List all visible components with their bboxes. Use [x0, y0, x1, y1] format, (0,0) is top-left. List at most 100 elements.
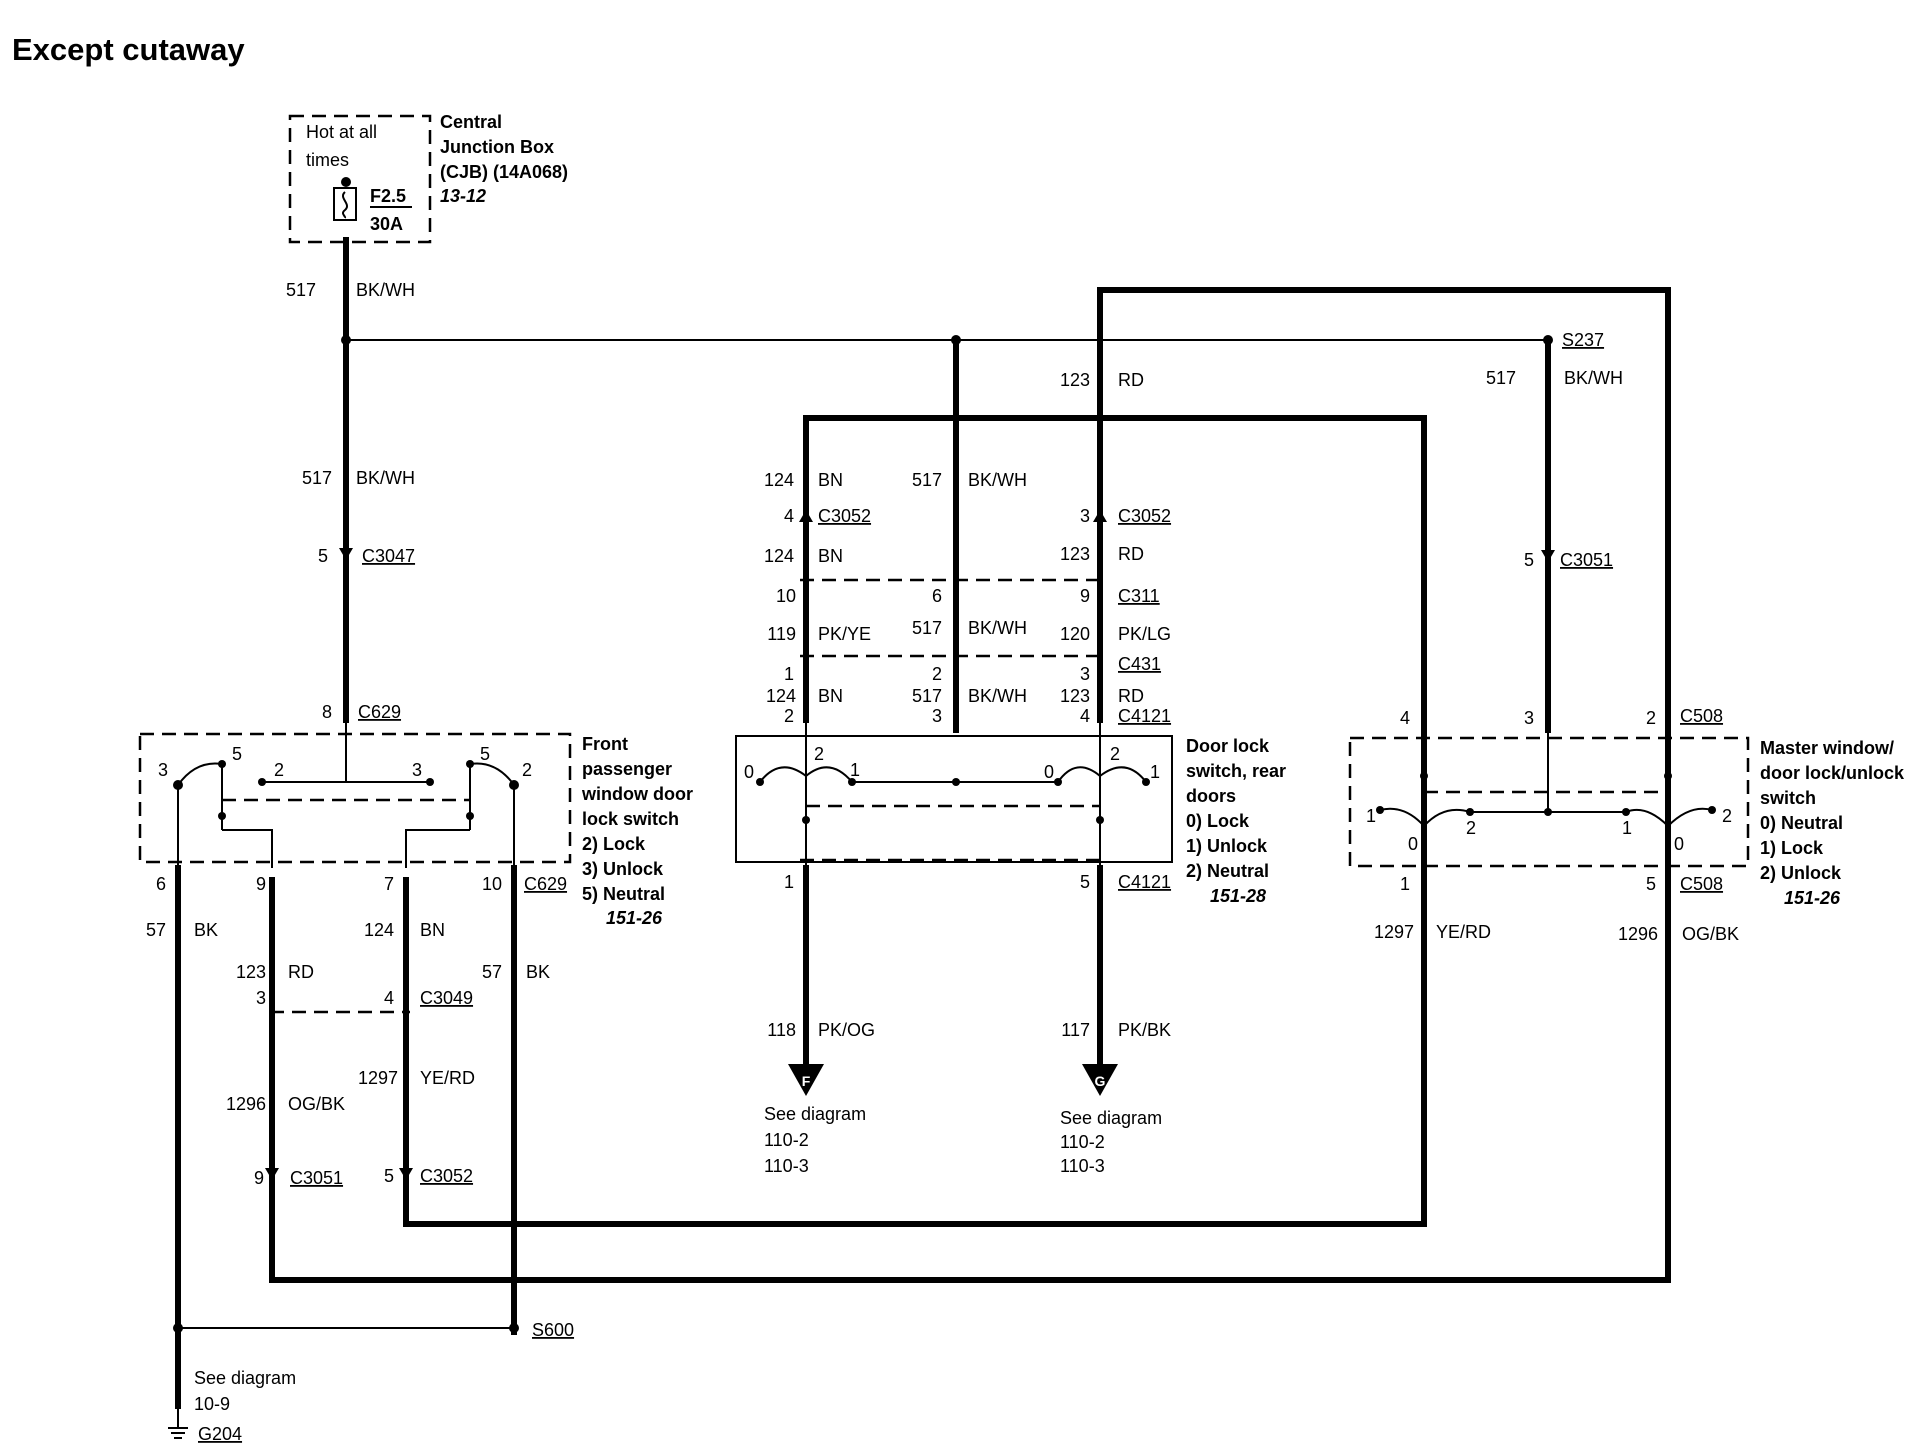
label-l73: 517 — [912, 686, 942, 706]
label-l39: S600 — [532, 1320, 574, 1340]
label-l115: 1 — [1400, 874, 1410, 894]
front-switch-name-1: Front — [582, 734, 628, 754]
label-l41: 10-9 — [194, 1394, 230, 1414]
cjb-name-1: Central — [440, 112, 502, 132]
svg-text:F: F — [802, 1073, 811, 1089]
central-junction-box: Hot at all times F2.5 30A Central Juncti… — [288, 112, 568, 244]
label-l102: BK/WH — [1564, 368, 1623, 388]
label-l51: 3 — [1080, 506, 1090, 526]
label-l65: 120 — [1060, 624, 1090, 644]
front-switch-pos-2: 3) Unlock — [582, 859, 664, 879]
label-l57: 10 — [776, 586, 796, 606]
label-l10: 5 — [232, 744, 242, 764]
label-l28: 3 — [256, 988, 266, 1008]
label-l31: 1297 — [358, 1068, 398, 1088]
label-l74: BK/WH — [968, 686, 1027, 706]
splice-s600 — [173, 1323, 519, 1333]
label-l8: C629 — [358, 702, 401, 722]
fuse-rating: 30A — [370, 214, 403, 234]
ground-icon — [168, 1406, 188, 1439]
label-l40: See diagram — [194, 1368, 296, 1388]
label-l12: 3 — [412, 760, 422, 780]
label-l107: 2 — [1646, 708, 1656, 728]
cjb-ref: 13-12 — [440, 186, 486, 206]
cjb-name-3: (CJB) (14A068) — [440, 162, 568, 182]
connector-markers — [265, 510, 1555, 1180]
label-l58: 6 — [932, 586, 942, 606]
rear-switch-name-2: switch, rear — [1186, 761, 1286, 781]
label-l46: BN — [818, 470, 843, 490]
label-l86: 1 — [1150, 762, 1160, 782]
label-l112: 2 — [1722, 806, 1732, 826]
label-l54: BN — [818, 546, 843, 566]
label-l104: C3051 — [1560, 550, 1613, 570]
front-switch-ref: 151-26 — [606, 908, 663, 928]
label-l22: 124 — [364, 920, 394, 940]
cjb-hot-line-2: times — [306, 150, 349, 170]
label-l32: YE/RD — [420, 1068, 475, 1088]
label-l71: 124 — [766, 686, 796, 706]
front-switch-name-2: passenger — [582, 759, 672, 779]
label-l49: 4 — [784, 506, 794, 526]
label-l33: 1296 — [226, 1094, 266, 1114]
label-l66: PK/LG — [1118, 624, 1171, 644]
label-l82: 2 — [814, 744, 824, 764]
label-l96: 110-3 — [764, 1156, 809, 1176]
master-switch-ref: 151-26 — [1784, 888, 1841, 908]
label-l4: BK/WH — [356, 468, 415, 488]
label-l85: 2 — [1110, 744, 1120, 764]
label-l77: 2 — [784, 706, 794, 726]
label-l6: C3047 — [362, 546, 415, 566]
rear-switch-pos-2: 1) Unlock — [1186, 836, 1268, 856]
label-l30: C3049 — [420, 988, 473, 1008]
label-l119: YE/RD — [1436, 922, 1491, 942]
rear-switch-name-1: Door lock — [1186, 736, 1270, 756]
front-switch-name-4: lock switch — [582, 809, 679, 829]
cjb-name-2: Junction Box — [440, 137, 554, 157]
label-l24: 123 — [236, 962, 266, 982]
label-l103: 5 — [1524, 550, 1534, 570]
cjb-hot-line-1: Hot at all — [306, 122, 377, 142]
label-l59: 9 — [1080, 586, 1090, 606]
master-switch-pos-2: 1) Lock — [1760, 838, 1824, 858]
label-l67: 1 — [784, 664, 794, 684]
label-l68: 2 — [932, 664, 942, 684]
label-l120: 1296 — [1618, 924, 1658, 944]
label-l1: 517 — [286, 280, 316, 300]
label-l42: G204 — [198, 1424, 242, 1444]
label-l72: BN — [818, 686, 843, 706]
master-window-switch: Master window/ door lock/unlock switch 0… — [1348, 730, 1905, 908]
front-passenger-switch: Front passenger window door lock switch … — [138, 720, 693, 928]
rear-switch-name-3: doors — [1186, 786, 1236, 806]
label-l13: 5 — [480, 744, 490, 764]
label-l78: 3 — [932, 706, 942, 726]
label-l88: 5 — [1080, 872, 1090, 892]
wires — [175, 237, 1671, 1409]
label-l18: 10 — [482, 874, 502, 894]
label-l81: 0 — [744, 762, 754, 782]
svg-text:G: G — [1095, 1073, 1106, 1089]
rear-switch-pos-1: 0) Lock — [1186, 811, 1250, 831]
connector-boundaries — [270, 578, 1106, 1014]
label-l61: 119 — [767, 624, 796, 644]
label-l90: 118 — [767, 1020, 796, 1040]
label-l83: 1 — [850, 760, 860, 780]
label-l38: C3052 — [420, 1166, 473, 1186]
rear-door-lock-switch: Door lock switch, rear doors 0) Lock 1) … — [735, 720, 1286, 906]
label-l98: 110-2 — [1060, 1132, 1105, 1152]
label-l87: 1 — [784, 872, 794, 892]
label-l3: 517 — [302, 468, 332, 488]
label-l121: OG/BK — [1682, 924, 1739, 944]
label-l106: 3 — [1524, 708, 1534, 728]
label-l89: C4121 — [1118, 872, 1171, 892]
label-l11: 2 — [274, 760, 284, 780]
label-l35: 9 — [254, 1168, 264, 1188]
label-l97: See diagram — [1060, 1108, 1162, 1128]
fuse-id: F2.5 — [370, 186, 406, 206]
label-l99: 110-3 — [1060, 1156, 1105, 1176]
label-l109: 1 — [1366, 806, 1376, 826]
label-l95: 110-2 — [764, 1130, 809, 1150]
label-l27: BK — [526, 962, 550, 982]
label-l101: 517 — [1486, 368, 1516, 388]
